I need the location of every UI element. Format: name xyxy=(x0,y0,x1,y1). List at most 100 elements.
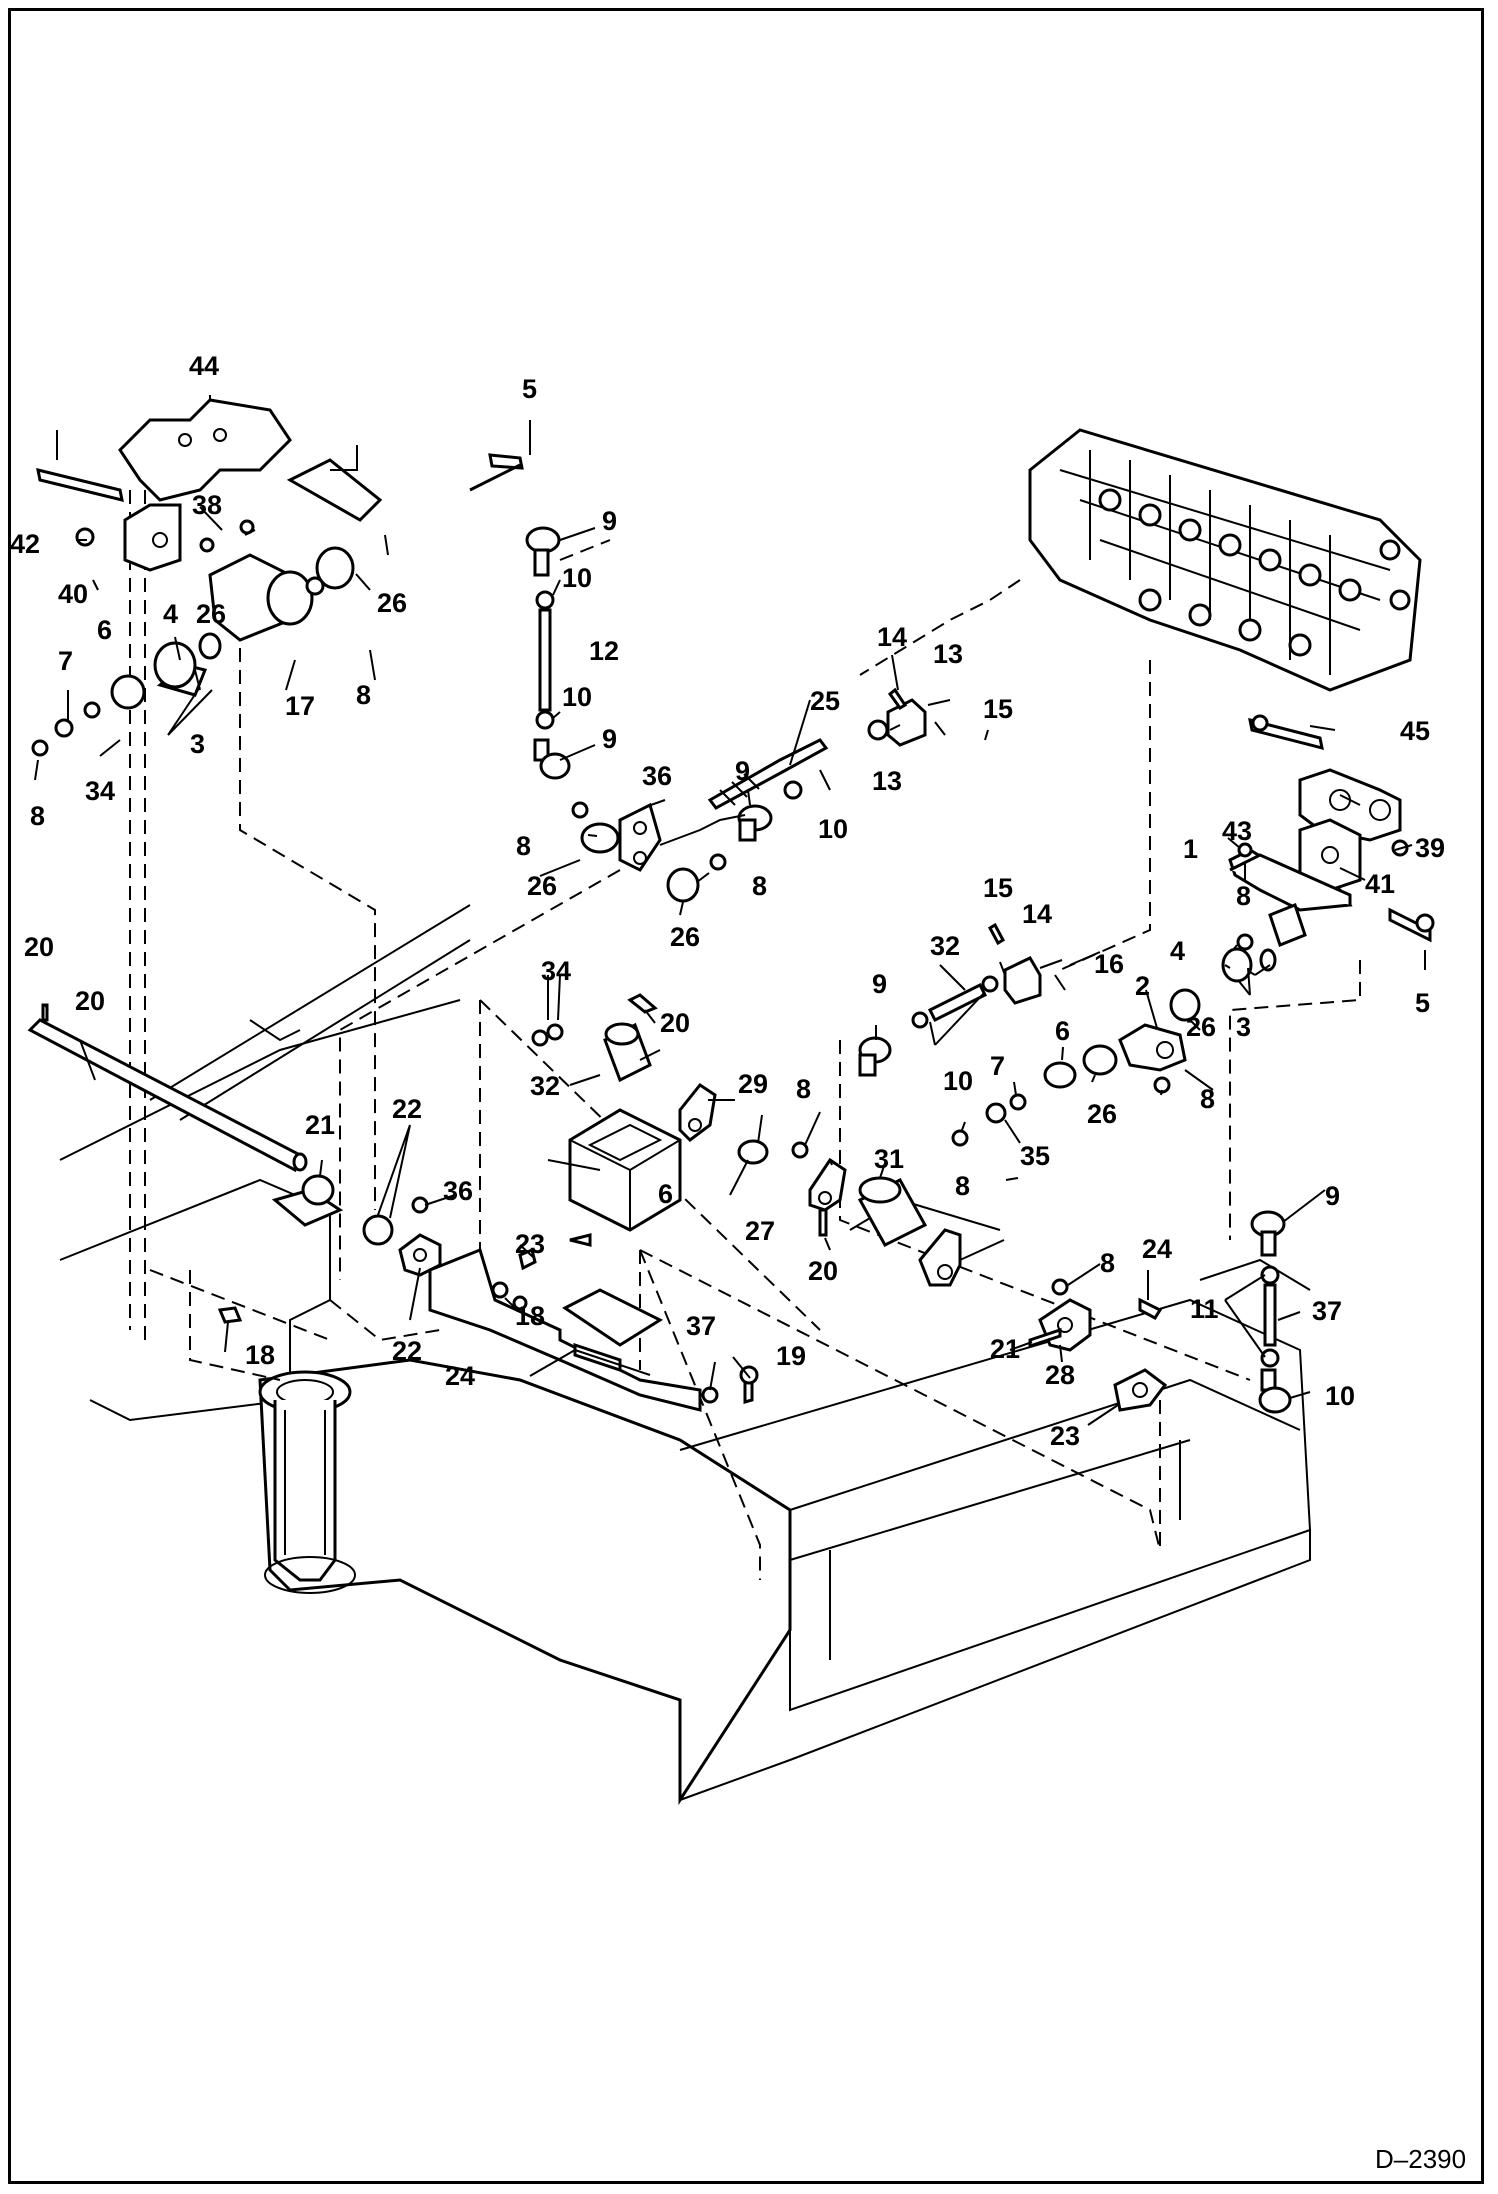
callout-26: 26 xyxy=(377,588,407,618)
callout-39: 44 xyxy=(189,351,219,381)
callout-14: 14 xyxy=(877,622,907,652)
control-valve-bank xyxy=(1028,428,1422,692)
callout-17: 18 xyxy=(515,1301,545,1331)
callout-13: 13 xyxy=(933,639,963,669)
callout-37: 41 xyxy=(1365,869,1395,899)
callout-10: 11 xyxy=(1190,1294,1219,1324)
callout-21: 22 xyxy=(392,1094,422,1124)
callout-13: 14 xyxy=(1022,899,1052,929)
right-control-stand xyxy=(1248,714,1324,751)
callout-8: 8 xyxy=(516,831,531,861)
callout-10: 10 xyxy=(818,814,848,844)
callout-9: 10 xyxy=(1325,1381,1355,1411)
callout-29: 31 xyxy=(874,1144,904,1174)
callout-32: 34 xyxy=(541,956,571,986)
callout-9: 9 xyxy=(602,506,617,536)
callout-32: 35 xyxy=(1020,1141,1050,1171)
callout-16: 17 xyxy=(285,691,315,721)
callout-8: 8 xyxy=(955,1171,970,1201)
callout-27: 27 xyxy=(745,1216,775,1246)
callout-19: 20 xyxy=(75,986,105,1016)
callout-38: 42 xyxy=(10,529,40,559)
center-linkage xyxy=(217,993,962,1412)
callout-9: 9 xyxy=(735,756,750,786)
routing-lines xyxy=(129,490,1361,1580)
left-control-stand xyxy=(31,398,524,757)
callout-11: 12 xyxy=(589,636,619,666)
callout-40: 45 xyxy=(1400,716,1430,746)
callout-23: 24 xyxy=(1142,1234,1172,1264)
callout-33: 36 xyxy=(642,761,672,791)
callout-28: 29 xyxy=(738,1069,768,1099)
callout-25: 25 xyxy=(810,686,840,716)
callout-12: 13 xyxy=(872,766,902,796)
callout-22: 23 xyxy=(1050,1421,1080,1451)
drawing-frame xyxy=(8,8,1484,2184)
callout-4: 4 xyxy=(163,599,178,629)
callout-8: 8 xyxy=(1200,1084,1215,1114)
callout-9: 9 xyxy=(602,724,617,754)
callout-26: 26 xyxy=(670,922,700,952)
callout-3: 3 xyxy=(1236,1012,1251,1042)
callout-31: 32 xyxy=(530,1071,560,1101)
callout-labels: 44 5 42 38 9 40 10 4 26 26 6 12 7 14 13 … xyxy=(10,351,1466,2174)
callout-26: 26 xyxy=(1186,1012,1216,1042)
callout-21: 21 xyxy=(305,1110,335,1140)
callout-36: 39 xyxy=(1415,833,1445,863)
callout-8: 8 xyxy=(1236,881,1251,911)
callout-26: 26 xyxy=(1087,1099,1117,1129)
callout-38: 43 xyxy=(1222,816,1252,846)
callout-23: 23 xyxy=(515,1229,545,1259)
callout-20: 20 xyxy=(660,1008,690,1038)
callout-37: 40 xyxy=(58,579,88,609)
callout-7: 7 xyxy=(58,646,73,676)
callout-8: 8 xyxy=(796,1074,811,1104)
callout-6: 6 xyxy=(658,1179,673,1209)
callout-36: 38 xyxy=(192,490,222,520)
callout-4: 4 xyxy=(1170,936,1185,966)
callout-6: 6 xyxy=(97,615,112,645)
callout-20: 21 xyxy=(990,1334,1020,1364)
callout-5: 5 xyxy=(522,374,537,404)
callout-14: 15 xyxy=(983,873,1013,903)
document-id: D–2390 xyxy=(1375,2144,1466,2174)
callout-18: 18 xyxy=(245,1340,275,1370)
link-rod-35 xyxy=(1250,1210,1292,1414)
main-shaft xyxy=(27,1003,308,1173)
callout-18: 19 xyxy=(776,1341,806,1371)
callout-9: 9 xyxy=(1325,1181,1340,1211)
callout-15: 15 xyxy=(983,694,1013,724)
callout-26: 26 xyxy=(196,599,226,629)
callout-8: 8 xyxy=(1100,1248,1115,1278)
callout-10: 10 xyxy=(943,1066,973,1096)
lower-right-parts xyxy=(1028,1278,1168,1412)
link-rod-30 xyxy=(858,922,1066,1077)
callout-20: 20 xyxy=(808,1256,838,1286)
callout-32: 34 xyxy=(85,776,115,806)
callout-10: 10 xyxy=(562,682,592,712)
right-linkage xyxy=(951,768,1435,1147)
callout-22: 22 xyxy=(392,1336,422,1366)
callout-24: 24 xyxy=(445,1361,475,1391)
callout-6: 6 xyxy=(1055,1016,1070,1046)
upper-frame xyxy=(59,904,1312,1806)
callout-27: 28 xyxy=(1045,1360,1075,1390)
callout-8: 8 xyxy=(752,871,767,901)
callout-35: 37 xyxy=(1312,1296,1342,1326)
callout-30: 32 xyxy=(930,931,960,961)
callout-3: 3 xyxy=(190,729,205,759)
lever-33 xyxy=(571,801,746,903)
callout-34: 36 xyxy=(443,1176,473,1206)
callout-1: 1 xyxy=(1183,834,1198,864)
callout-9: 9 xyxy=(872,969,887,999)
callout-8: 8 xyxy=(356,680,371,710)
callout-34: 37 xyxy=(686,1311,716,1341)
callout-5: 5 xyxy=(1415,988,1430,1018)
leader-lines xyxy=(34,395,1426,1426)
callout-26: 26 xyxy=(527,871,557,901)
callout-2: 2 xyxy=(1135,971,1150,1001)
callout-10: 10 xyxy=(562,563,592,593)
callout-15: 16 xyxy=(1094,949,1124,979)
callout-20: 20 xyxy=(24,932,54,962)
